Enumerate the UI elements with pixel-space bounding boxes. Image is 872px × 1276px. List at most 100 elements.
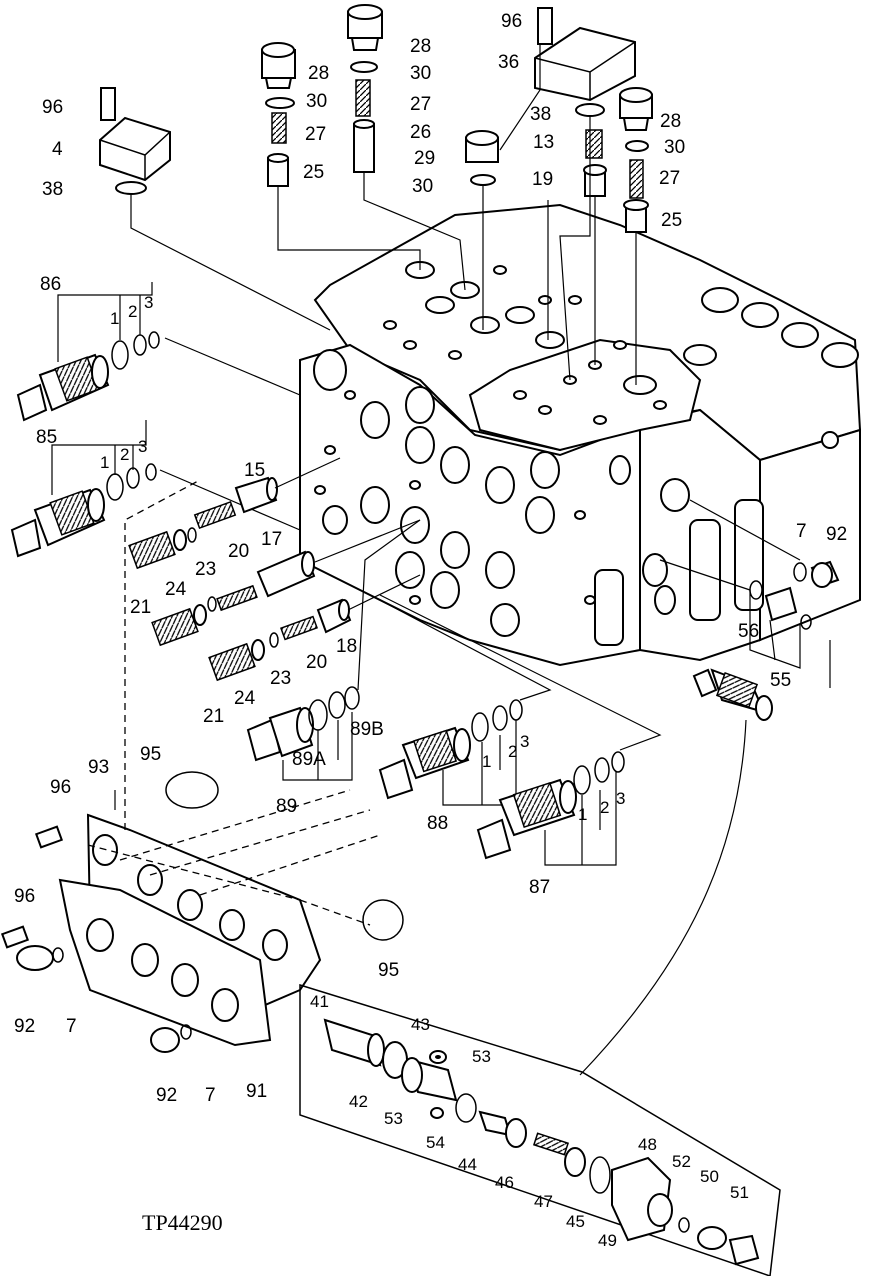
callout: 92 xyxy=(14,1016,35,1037)
callout: 21 xyxy=(130,597,151,618)
callout: 23 xyxy=(270,668,291,689)
assembly-guide-lines xyxy=(130,44,637,385)
cover-plate-assembly-left xyxy=(99,87,171,195)
callout: 25 xyxy=(661,210,682,231)
callout: 1 xyxy=(578,805,587,824)
callout: 3 xyxy=(144,293,153,312)
callout: 30 xyxy=(306,91,327,112)
callout: 1 xyxy=(100,453,109,472)
callout: 89 xyxy=(276,796,297,817)
callout: 41 xyxy=(310,992,329,1011)
callout: 50 xyxy=(700,1167,719,1186)
callout: 30 xyxy=(410,63,431,84)
callout: 49 xyxy=(598,1231,617,1250)
callout: 36 xyxy=(498,52,519,73)
callout: 30 xyxy=(664,137,685,158)
valve-87 xyxy=(379,594,662,866)
valve-89 xyxy=(246,519,421,781)
callout: 13 xyxy=(533,132,554,153)
callout: 28 xyxy=(308,63,329,84)
callout: 27 xyxy=(659,168,680,189)
callout: 93 xyxy=(88,757,109,778)
callout: 7 xyxy=(66,1016,77,1037)
callout: 53 xyxy=(384,1109,403,1128)
callout: 96 xyxy=(501,11,522,32)
callout: 87 xyxy=(529,877,550,898)
callout: 96 xyxy=(42,97,63,118)
callout: 30 xyxy=(412,176,433,197)
callout: 96 xyxy=(14,886,35,907)
callout: 26 xyxy=(410,122,431,143)
callout: 46 xyxy=(495,1173,514,1192)
callout-labels: 96 4 38 28 30 27 25 28 30 27 26 29 30 96… xyxy=(14,11,847,1250)
callout: 89A xyxy=(292,749,326,770)
valve-88 xyxy=(378,599,552,806)
callout: 28 xyxy=(660,111,681,132)
callout: 47 xyxy=(534,1192,553,1211)
callout: 53 xyxy=(472,1047,491,1066)
callout: 95 xyxy=(378,960,399,981)
callout: 7 xyxy=(205,1085,216,1106)
callout: 28 xyxy=(410,36,431,57)
cover-plate-assembly-right xyxy=(534,7,636,117)
callout: 2 xyxy=(508,742,517,761)
callout: 4 xyxy=(52,139,63,160)
callout: 51 xyxy=(730,1183,749,1202)
callout: 20 xyxy=(228,541,249,562)
callout: 3 xyxy=(520,732,529,751)
plug-stack-c xyxy=(619,87,653,233)
fittings-bottom-left xyxy=(0,825,192,1053)
detail-box xyxy=(299,719,781,1276)
callout: 3 xyxy=(138,437,147,456)
callout: 18 xyxy=(336,636,357,657)
callout: 89B xyxy=(350,719,384,740)
callout: 85 xyxy=(36,427,57,448)
plug-stack-a xyxy=(261,42,296,187)
callout: 7 xyxy=(796,521,807,542)
callout: 92 xyxy=(826,524,847,545)
relief-valve-86 xyxy=(16,282,301,422)
callout: 3 xyxy=(616,789,625,808)
callout: 17 xyxy=(261,529,282,550)
callout: 23 xyxy=(195,559,216,580)
callout: 24 xyxy=(165,579,187,600)
callout: 27 xyxy=(410,94,431,115)
callout: 96 xyxy=(50,777,71,798)
callout: 1 xyxy=(482,752,491,771)
callout: 43 xyxy=(411,1015,430,1034)
callout: 86 xyxy=(40,274,61,295)
control-valve-body xyxy=(299,203,862,667)
callout: 15 xyxy=(244,460,265,481)
callout: 20 xyxy=(306,652,327,673)
callout: 27 xyxy=(305,124,326,145)
callout: 1 xyxy=(110,309,119,328)
callout: 55 xyxy=(770,670,791,691)
callout: 2 xyxy=(120,445,129,464)
callout: 38 xyxy=(530,104,551,125)
callout: 2 xyxy=(128,302,137,321)
callout: 42 xyxy=(349,1092,368,1111)
callout: 48 xyxy=(638,1135,657,1154)
callout: 19 xyxy=(532,169,553,190)
callout: 88 xyxy=(427,813,448,834)
callout: 52 xyxy=(672,1152,691,1171)
plug-29-assembly xyxy=(465,130,499,186)
callout: 91 xyxy=(246,1081,267,1102)
right-side-parts xyxy=(659,499,840,721)
callout: 54 xyxy=(426,1133,445,1152)
plug-stack-b xyxy=(347,4,383,173)
spring-check-assembly xyxy=(583,129,607,197)
callout: 92 xyxy=(156,1085,177,1106)
callout: 56 xyxy=(738,621,759,642)
callout: 45 xyxy=(566,1212,585,1231)
relief-valve-85 xyxy=(10,420,301,558)
callout: 2 xyxy=(600,798,609,817)
callout: 44 xyxy=(458,1155,477,1174)
spool-spring-group xyxy=(128,457,421,682)
callout: 95 xyxy=(140,744,161,765)
callout: 21 xyxy=(203,706,224,727)
drawing-reference-number: TP44290 xyxy=(142,1210,223,1235)
callout: 29 xyxy=(414,148,435,169)
callout: 25 xyxy=(303,162,324,183)
